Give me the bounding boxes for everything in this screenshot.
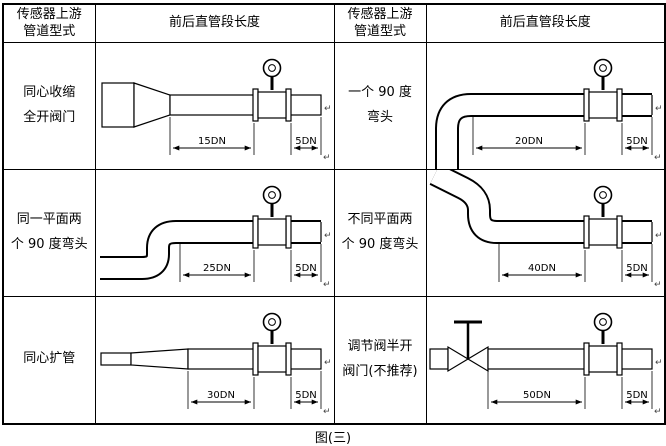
diagram-concentric-reducer: 15DN 5DN ↵ ↵ xyxy=(100,58,332,163)
dimension-upstream: 50DN xyxy=(487,370,585,409)
dimension-downstream: 5DN xyxy=(290,370,321,409)
dimension-upstream: 25DN xyxy=(179,243,254,282)
dimension-downstream: 5DN xyxy=(290,243,321,282)
linebreak-mark-icon: ↵ xyxy=(324,231,332,241)
vortex-flowmeter xyxy=(251,312,292,376)
dim-upstream-label: 25DN xyxy=(203,263,231,274)
dimension-downstream: 5DN xyxy=(621,370,652,409)
diagram-cell: 30DN 5DN ↵ ↵ xyxy=(94,295,335,424)
linebreak-mark-icon: ↵ xyxy=(323,407,331,417)
vortex-flowmeter xyxy=(582,185,623,249)
figure-caption: 图(三) xyxy=(314,430,352,446)
expander-cone xyxy=(129,347,189,370)
linebreak-mark-icon: ↵ xyxy=(655,231,663,241)
diagram-single-elbow: 20DN 5DN ↵ ↵ xyxy=(434,58,663,169)
straight-pipe-requirements-table: 传感器上游 管道型式 前后直管段长度 传感器上游 管道型式 前后直管段长度 同心… xyxy=(2,3,666,425)
diagram-regulating-valve: 50DN 5DN ↵ ↵ xyxy=(428,312,663,417)
linebreak-mark-icon: ↵ xyxy=(324,358,332,368)
dim-upstream-label: 40DN xyxy=(528,263,556,274)
header-upstream-type-1: 传感器上游 管道型式 xyxy=(2,3,96,43)
valve-symbol xyxy=(446,320,489,372)
vortex-flowmeter xyxy=(582,312,623,376)
header-row: 传感器上游 管道型式 前后直管段长度 传感器上游 管道型式 前后直管段长度 xyxy=(2,3,666,43)
dimension-upstream: 20DN xyxy=(472,116,585,155)
linebreak-mark-icon: ↵ xyxy=(324,104,332,114)
label-one-90-elbow: 一个 90 度 弯头 xyxy=(333,41,427,170)
inlet-pipe xyxy=(428,347,449,370)
vortex-flowmeter xyxy=(251,58,292,122)
header-upstream-type-2: 传感器上游 管道型式 xyxy=(333,3,427,43)
linebreak-mark-icon: ↵ xyxy=(323,153,331,163)
diagram-cell: 25DN 5DN ↵ ↵ xyxy=(94,168,335,297)
reducer-cone xyxy=(132,81,171,128)
diagram-cell: 40DN 5DN ↵ ↵ xyxy=(425,168,666,297)
label-concentric-reduction-valve: 同心收缩 全开阀门 xyxy=(2,41,96,170)
small-pipe xyxy=(99,351,132,366)
dim-downstream-label: 5DN xyxy=(295,136,317,147)
vortex-flowmeter xyxy=(582,58,623,122)
header-straight-length-2: 前后直管段长度 xyxy=(425,3,666,43)
linebreak-mark-icon: ↵ xyxy=(655,104,663,114)
diagram-cell: 50DN 5DN ↵ ↵ xyxy=(425,295,666,424)
dim-downstream-label: 5DN xyxy=(295,390,317,401)
label-half-open-regulating-valve: 调节阀半开 阀门(不推荐) xyxy=(333,295,427,424)
table-row: 同心扩管 30DN xyxy=(2,295,666,424)
diagram-concentric-expander: 30DN 5DN ↵ ↵ xyxy=(99,312,332,417)
diagram-two-elbows-same-plane: 25DN 5DN ↵ ↵ xyxy=(99,185,332,290)
dimension-upstream: 30DN xyxy=(187,370,254,409)
dimension-downstream: 5DN xyxy=(290,116,321,155)
linebreak-mark-icon: ↵ xyxy=(654,153,662,163)
dim-upstream-label: 30DN xyxy=(207,390,235,401)
header-straight-length-1: 前后直管段长度 xyxy=(94,3,335,43)
diagram-two-elbows-different-plane: 40DN 5DN ↵ ↵ xyxy=(429,169,663,290)
large-pipe xyxy=(100,81,135,128)
dim-downstream-label: 5DN xyxy=(626,263,648,274)
linebreak-mark-icon: ↵ xyxy=(654,407,662,417)
vortex-flowmeter xyxy=(251,185,292,249)
dim-upstream-label: 20DN xyxy=(515,136,543,147)
label-two-elbows-same-plane: 同一平面两 个 90 度弯头 xyxy=(2,168,96,297)
label-concentric-expander: 同心扩管 xyxy=(2,295,96,424)
linebreak-mark-icon: ↵ xyxy=(323,280,331,290)
linebreak-mark-icon: ↵ xyxy=(654,280,662,290)
dim-downstream-label: 5DN xyxy=(626,390,648,401)
diagram-cell: 15DN 5DN ↵ ↵ xyxy=(94,41,335,170)
table-row: 同一平面两 个 90 度弯头 25DN xyxy=(2,168,666,297)
dim-downstream-label: 5DN xyxy=(295,263,317,274)
dim-upstream-label: 15DN xyxy=(198,136,226,147)
dimension-downstream: 5DN xyxy=(621,116,652,155)
diagram-cell: 20DN 5DN ↵ ↵ xyxy=(425,41,666,170)
dimension-downstream: 5DN xyxy=(621,243,652,282)
dim-upstream-label: 50DN xyxy=(523,390,551,401)
dim-downstream-label: 5DN xyxy=(626,136,648,147)
pipe xyxy=(168,93,322,116)
label-two-elbows-different-plane: 不同平面两 个 90 度弯头 xyxy=(333,168,427,297)
table-row: 同心收缩 全开阀门 15DN xyxy=(2,41,666,170)
dimension-upstream: 15DN xyxy=(169,116,254,155)
pipe xyxy=(486,347,653,370)
linebreak-mark-icon: ↵ xyxy=(655,358,663,368)
dimension-upstream: 40DN xyxy=(498,243,585,282)
